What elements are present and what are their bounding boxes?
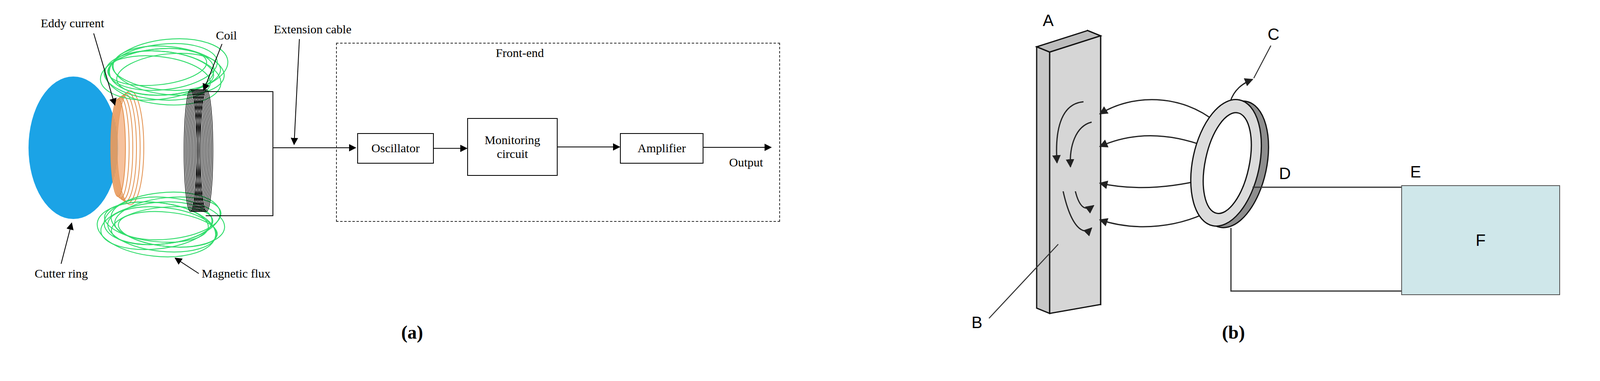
device-box: F bbox=[1401, 185, 1561, 296]
magnetic-flux bbox=[94, 33, 231, 263]
coil-turn bbox=[195, 89, 209, 212]
plate-face bbox=[1049, 35, 1101, 314]
flow-arrow bbox=[433, 148, 467, 150]
part-label: Magnetic flux bbox=[201, 266, 271, 281]
leader-lines bbox=[989, 45, 1271, 319]
output-arrow bbox=[703, 147, 772, 148]
flux-arrow bbox=[1099, 136, 1206, 147]
callout-letter: A bbox=[1042, 11, 1054, 30]
flux-loop bbox=[101, 186, 223, 251]
leader-lines bbox=[61, 33, 300, 274]
signal-label: Output bbox=[729, 155, 763, 170]
callout-letter: D bbox=[1279, 164, 1291, 183]
eddy-loop bbox=[116, 90, 144, 205]
coil-lead bbox=[205, 91, 273, 216]
part-label: Cutter ring bbox=[34, 266, 88, 281]
box-label: Amplifier bbox=[637, 141, 686, 156]
eddy-arrow bbox=[1056, 101, 1084, 163]
eddy-loop bbox=[113, 95, 133, 200]
flux-loop bbox=[106, 33, 231, 102]
leader-line bbox=[93, 33, 115, 106]
coil-winding bbox=[184, 89, 214, 212]
metal-plate bbox=[1036, 30, 1101, 314]
ring-coil bbox=[1180, 92, 1280, 235]
ring-front bbox=[1180, 92, 1273, 233]
lead-wire bbox=[1230, 228, 1402, 292]
process-box: Amplifier bbox=[619, 133, 704, 164]
coil-turn bbox=[192, 89, 206, 212]
callout-letter: C bbox=[1267, 25, 1280, 44]
eddy-arrow bbox=[1070, 122, 1092, 168]
part-label: Coil bbox=[215, 28, 238, 43]
box-label: F bbox=[1475, 230, 1486, 250]
front-end-box: Front-endOscillator Monitoring circuit Amp… bbox=[336, 42, 781, 222]
coil-turn bbox=[191, 89, 205, 212]
coil-turn bbox=[200, 89, 214, 212]
box-label: Oscillator bbox=[371, 141, 420, 156]
lead-wire bbox=[1252, 186, 1402, 189]
leader-line bbox=[294, 39, 300, 145]
plate-edge bbox=[1036, 46, 1050, 314]
callout-letter: E bbox=[1410, 162, 1422, 182]
cutter-ring bbox=[28, 76, 119, 220]
eddy-arrows bbox=[1056, 101, 1094, 231]
coil-wire bbox=[205, 91, 772, 216]
coil-turn bbox=[189, 89, 203, 212]
leader-line bbox=[989, 244, 1059, 319]
flux-arrow bbox=[1099, 179, 1206, 188]
flux-loop bbox=[94, 196, 219, 263]
leader-line bbox=[61, 223, 72, 264]
process-box: Oscillator bbox=[357, 133, 434, 164]
coil-turn bbox=[197, 89, 211, 212]
eddy-arrow bbox=[1075, 191, 1094, 209]
part-label: Extension cable bbox=[273, 22, 352, 37]
eddy-current bbox=[110, 90, 144, 205]
leader-line bbox=[1253, 45, 1271, 79]
group-heading: Front-end bbox=[495, 46, 544, 61]
eddy-loop bbox=[115, 92, 141, 204]
leader-line bbox=[175, 258, 199, 274]
extension-cable bbox=[272, 147, 356, 149]
ring-hole bbox=[1195, 108, 1260, 218]
panel-tag: (b) bbox=[1221, 321, 1245, 344]
panel-tag: (a) bbox=[401, 321, 424, 344]
flux-arrow bbox=[1230, 79, 1253, 102]
coil-turn bbox=[194, 89, 208, 212]
box-label: Monitoring circuit bbox=[472, 133, 553, 162]
callout-letter: B bbox=[971, 313, 983, 332]
coil-leads bbox=[1230, 187, 1402, 292]
coil-turn bbox=[198, 89, 212, 212]
flow-arrow bbox=[557, 146, 620, 148]
leader-line bbox=[203, 43, 222, 91]
eddy-loop bbox=[114, 94, 137, 202]
process-box: Monitoring circuit bbox=[467, 118, 558, 176]
flux-arrow bbox=[1099, 99, 1216, 123]
part-label: Eddy current bbox=[40, 16, 105, 31]
